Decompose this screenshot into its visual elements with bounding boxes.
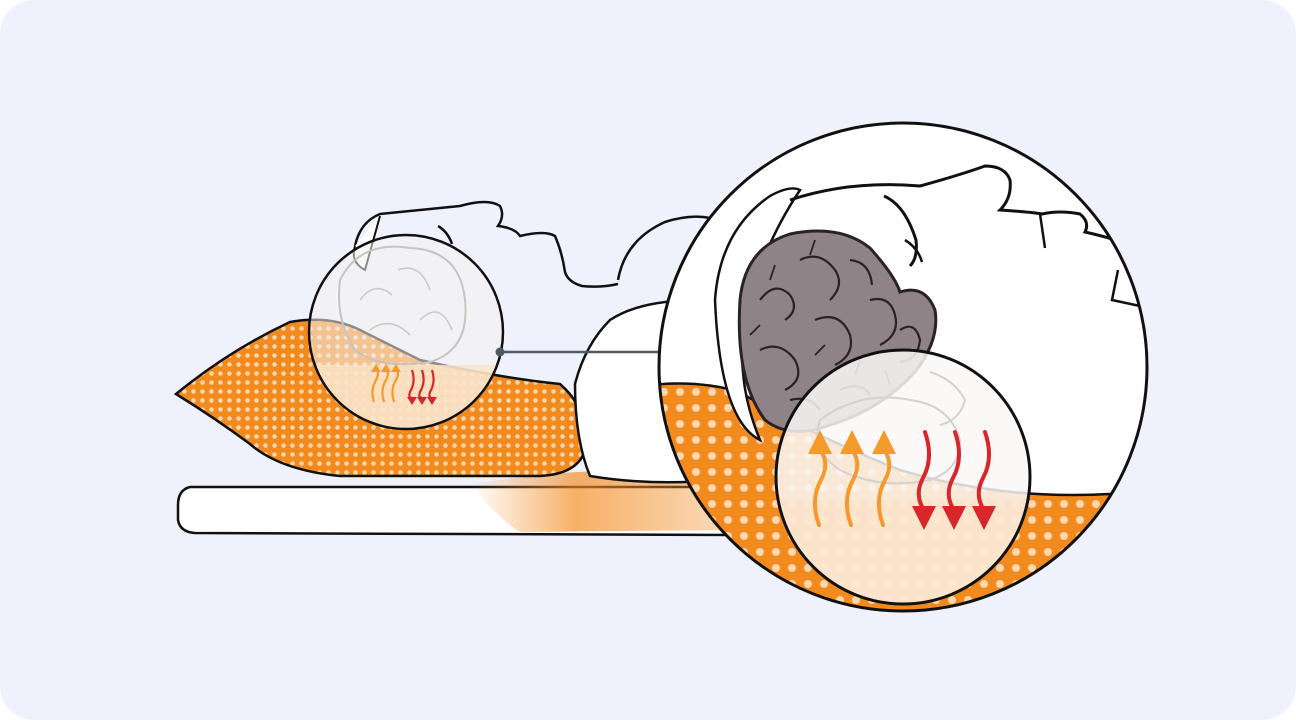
- cool-arrows-icon: [916, 430, 991, 512]
- mattress-cooling-glow: [470, 470, 735, 532]
- shoulder-outline: [616, 215, 711, 281]
- warm-arrows-icon: [813, 448, 892, 527]
- small-eye: [437, 224, 454, 245]
- large-eye: [883, 194, 918, 268]
- small-head: [353, 200, 619, 288]
